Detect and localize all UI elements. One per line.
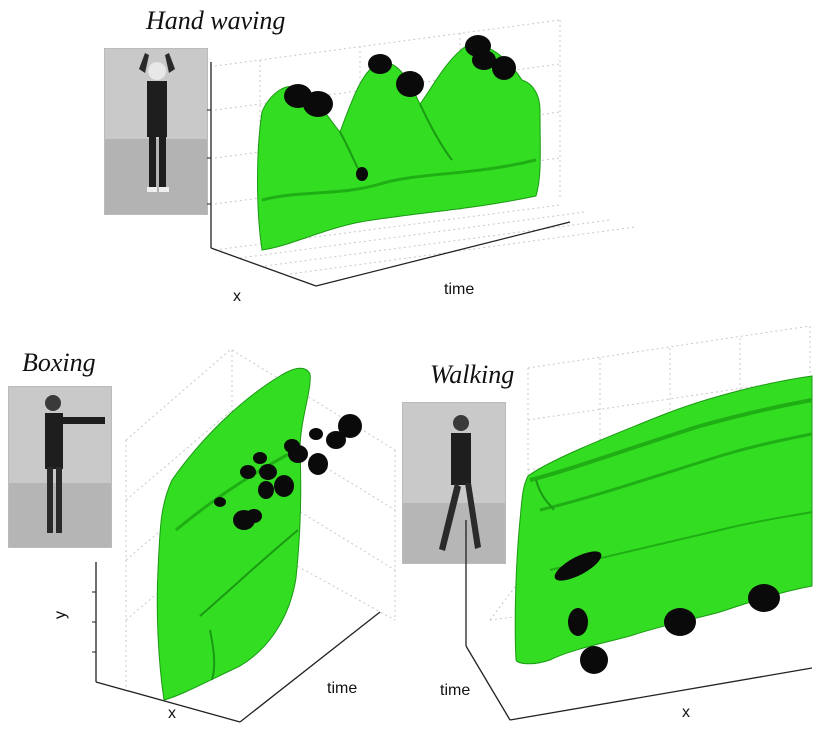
blob [326, 431, 346, 449]
blob [288, 445, 308, 463]
surface-fold [535, 479, 555, 511]
hand-waving-photo [104, 48, 208, 215]
walking-photo [402, 402, 506, 564]
axis-lines [465, 520, 813, 721]
walking-surface [514, 375, 813, 665]
blob [253, 452, 267, 464]
boxing-plot [92, 349, 396, 723]
axis-lines [210, 62, 571, 287]
boxing-surface [156, 367, 311, 701]
surface-ridge [529, 398, 813, 482]
blob [214, 497, 226, 507]
surface-ridge [261, 158, 537, 202]
hand-waving-surface [257, 44, 541, 251]
walking-title: Walking [430, 360, 515, 389]
blob [338, 414, 362, 438]
blobs [554, 551, 780, 674]
blob [472, 50, 496, 70]
blob [368, 54, 392, 74]
boxing-title: Boxing [22, 348, 96, 377]
blob [554, 551, 602, 581]
blob [309, 428, 323, 440]
blob [748, 584, 780, 612]
blob [233, 510, 255, 530]
walking-x-label: x [682, 704, 690, 721]
blob [240, 465, 256, 479]
hand-waving-panel: Hand waving [0, 0, 818, 320]
walking-plot [465, 325, 813, 721]
surface-fold [209, 629, 216, 681]
blob [580, 646, 608, 674]
blob [259, 464, 277, 480]
blob [568, 608, 588, 636]
blob [356, 167, 368, 181]
hand-waving-plot [207, 19, 636, 287]
boxing-panel: Boxing [0, 330, 400, 729]
blob [274, 475, 294, 497]
blob [664, 608, 696, 636]
surface-fold [419, 103, 453, 161]
boxing-x-label: x [168, 705, 176, 722]
walking-panel: Walking [400, 320, 818, 729]
person-figure [403, 403, 505, 563]
person-figure [105, 49, 207, 214]
axis-ticks [207, 109, 211, 205]
person-figure [9, 387, 111, 547]
boxing-time-label: time [327, 680, 358, 697]
hand-waving-time-label: time [444, 281, 475, 298]
surface-ridge [539, 432, 813, 512]
boxing-photo [8, 386, 112, 548]
blob [492, 56, 516, 80]
hand-waving-x-label: x [233, 288, 241, 305]
blob [308, 453, 328, 475]
axis-ticks [92, 591, 96, 653]
blob [258, 481, 274, 499]
blob [396, 71, 424, 97]
blob [303, 91, 333, 117]
surface-ridge [175, 448, 297, 532]
blobs [284, 35, 516, 181]
walking-time-label: time [440, 682, 471, 699]
boxing-y-label: y [52, 611, 69, 619]
hand-waving-title: Hand waving [146, 6, 286, 35]
surface-fold [199, 529, 299, 617]
blobs [214, 414, 362, 530]
